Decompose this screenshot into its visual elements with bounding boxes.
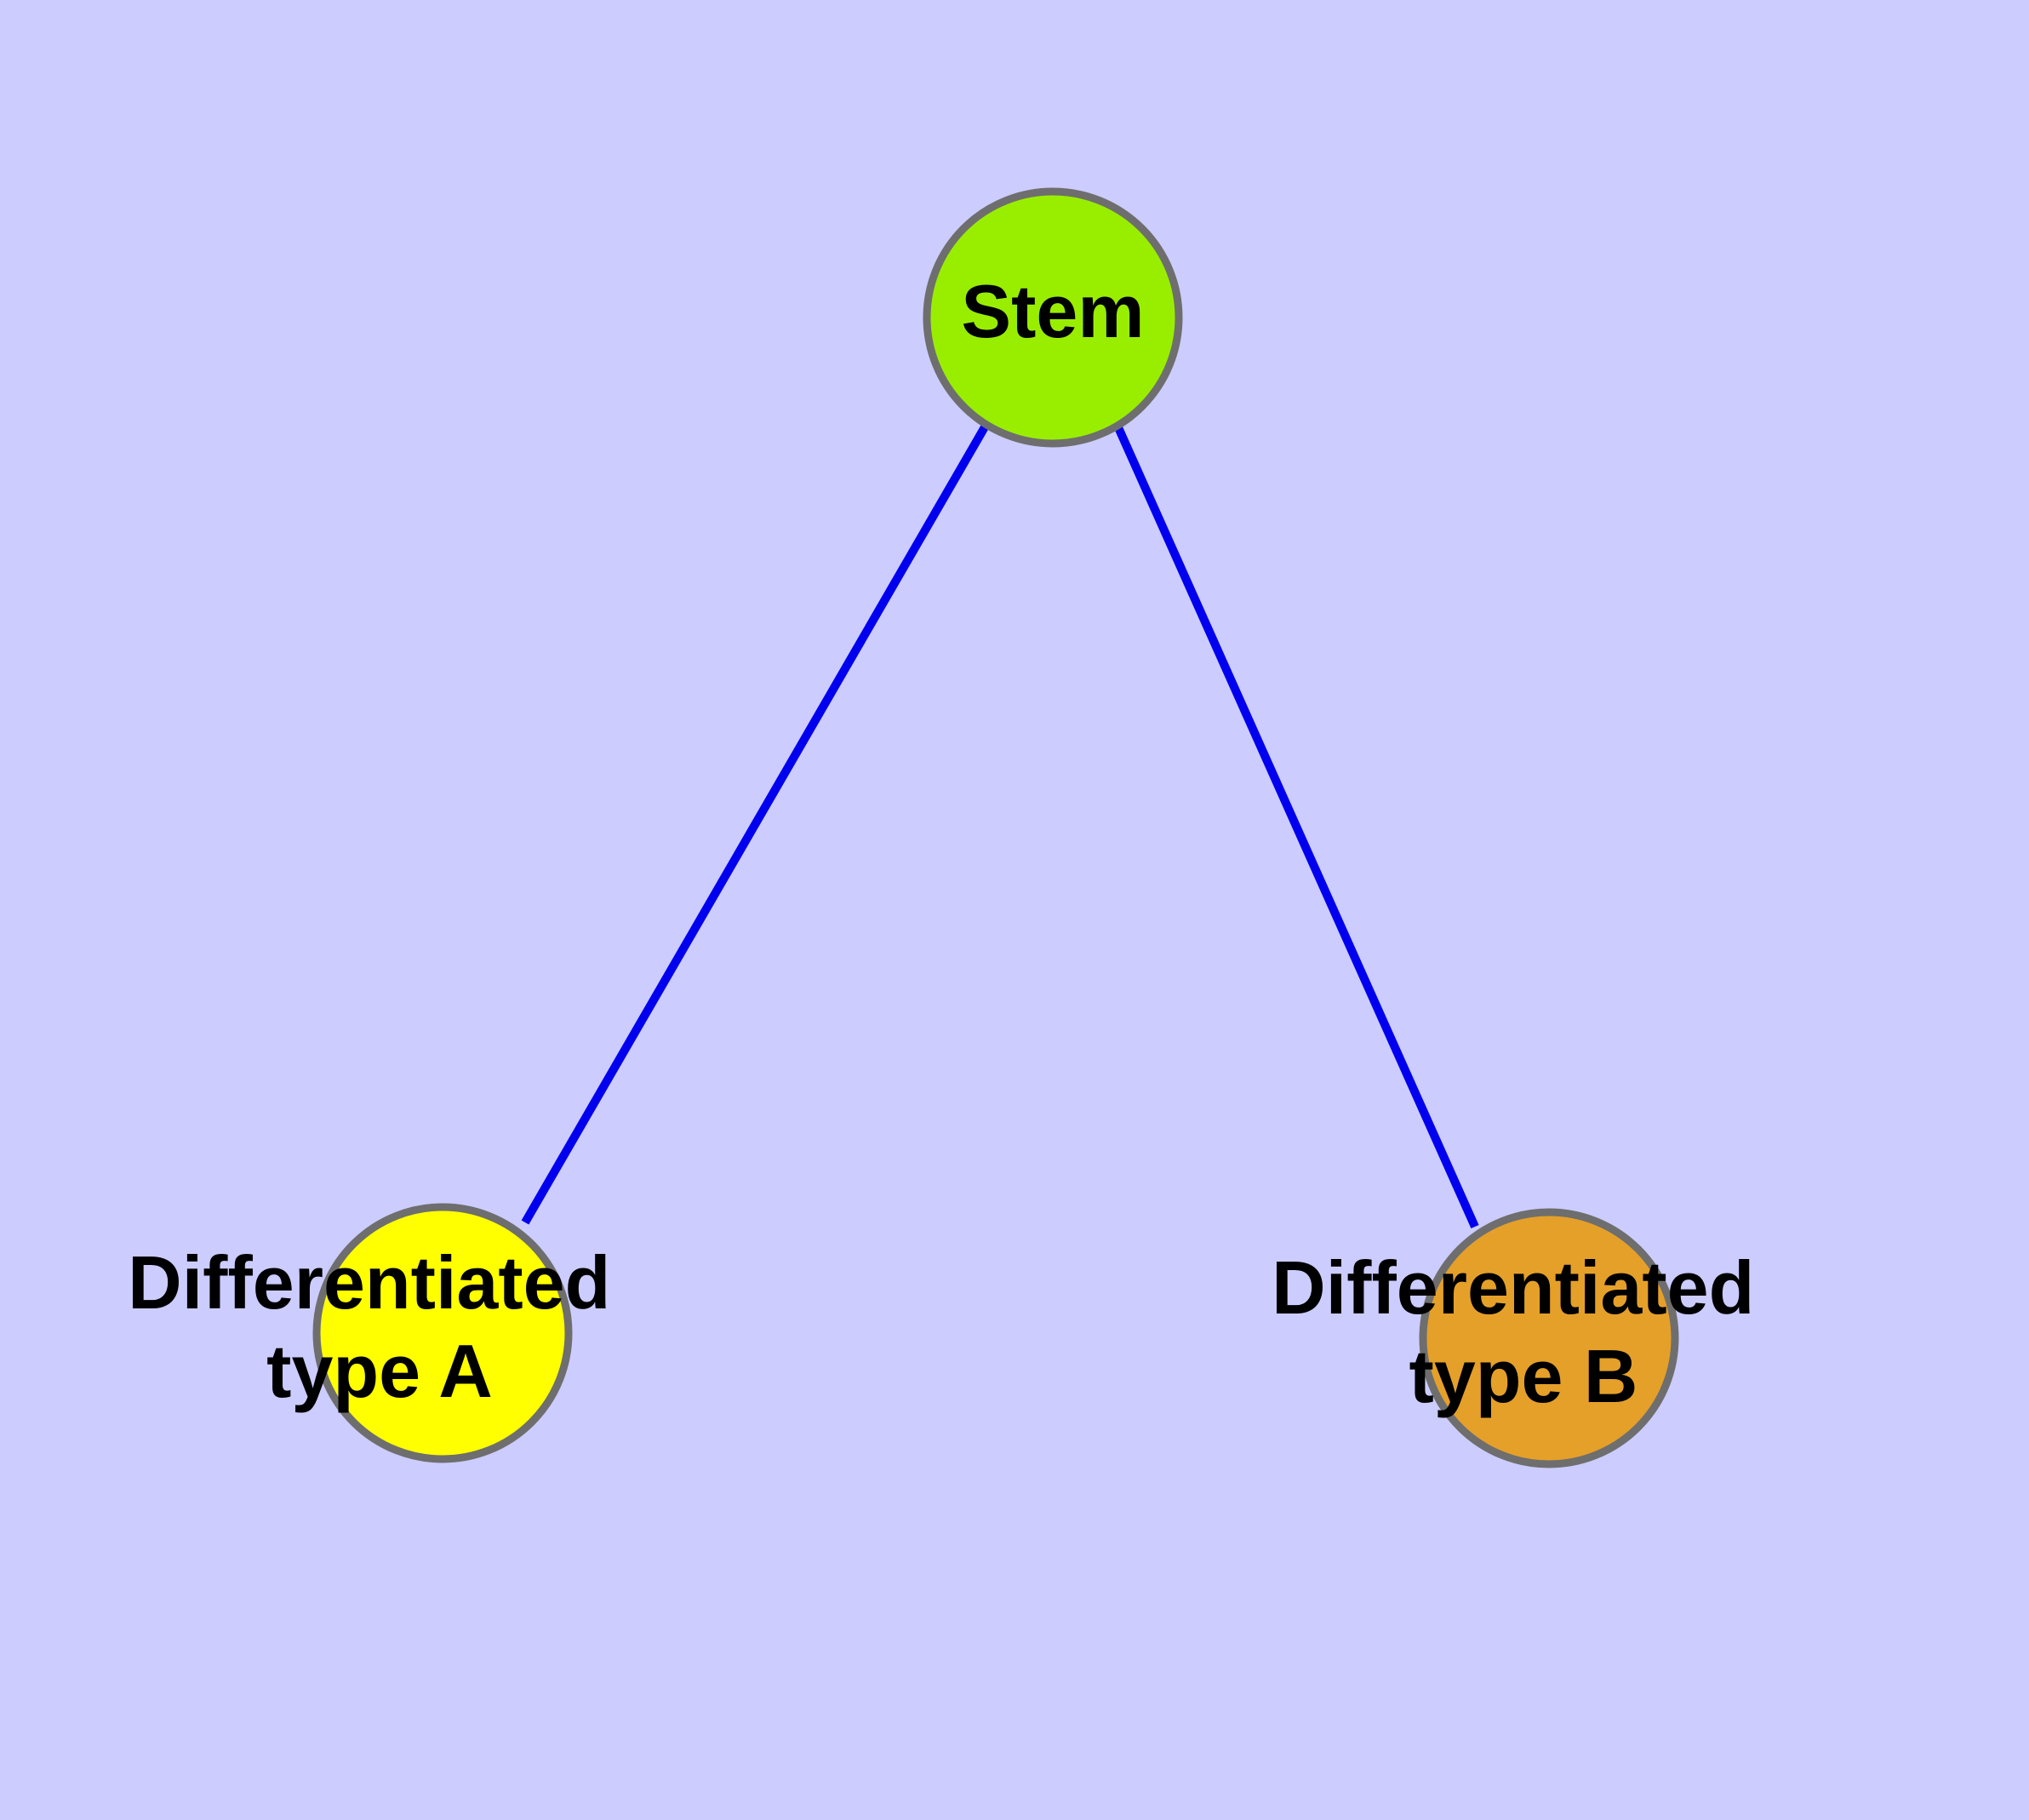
node-stem[interactable]: Stem [923, 187, 1183, 448]
node-stem-label-line-1: Stem [961, 269, 1144, 353]
node-differentiated-type-a-label: Differentiated type A [128, 1240, 632, 1413]
node-differentiated-type-b-label-line-1: Differentiated [1272, 1245, 1754, 1330]
node-differentiated-type-a-circle[interactable] [312, 1203, 573, 1463]
node-differentiated-type-a-label-line-1: Differentiated [128, 1240, 610, 1325]
node-differentiated-type-a-label-line-2: type A [266, 1329, 493, 1413]
node-differentiated-type-a[interactable]: Differentiated type A [128, 1203, 632, 1463]
node-differentiated-type-b-label-line-2: type B [1409, 1334, 1638, 1418]
node-differentiated-type-b-circle[interactable] [1419, 1208, 1679, 1468]
node-differentiated-type-b[interactable]: Differentiated type B [1272, 1208, 1775, 1468]
edge-stem-to-differentiated-type-a[interactable] [521, 423, 990, 1225]
nodes-group: Stem Differentiated type A Differentiate… [128, 187, 1775, 1468]
edge-stem-to-differentiated-type-b[interactable] [1113, 423, 1479, 1229]
node-stem-circle[interactable] [923, 187, 1183, 448]
node-differentiated-type-b-label: Differentiated type B [1272, 1245, 1775, 1418]
edges-group [521, 423, 1479, 1229]
node-stem-label: Stem [961, 269, 1144, 353]
